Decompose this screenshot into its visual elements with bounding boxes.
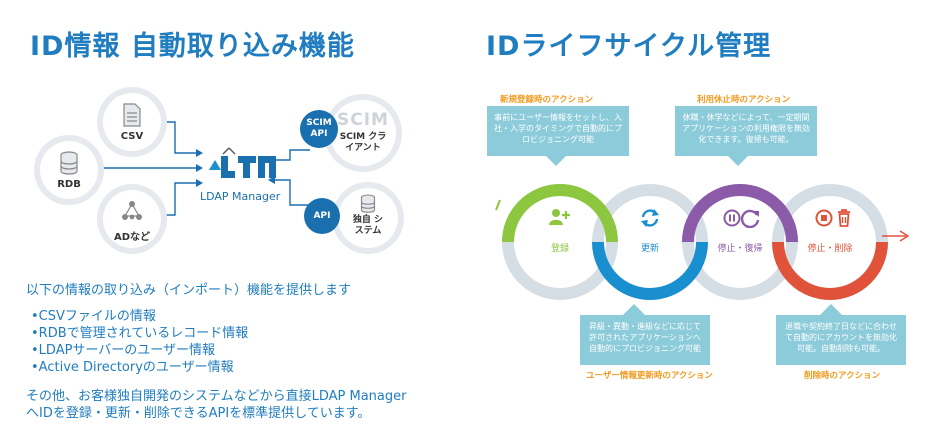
scim-client-label: SCIM クライアント [339,132,387,153]
ring-arc-update [592,241,708,300]
suspend-title: 利用休止時のアクション [697,95,791,105]
database-icon [360,194,376,213]
import-intro: 以下の情報の取り込み（インポート）機能を提供します [26,283,352,298]
csv-source-node: CSV [103,93,161,151]
suspend-callout: 休職・休学などによって、一定期間アプリケーションの利用権限を無効化できます。復帰… [675,106,817,156]
update-title: ユーザー情報更新時のアクション [586,371,713,381]
new-registration-title: 新規登録時のアクション [500,95,594,105]
csv-label: CSV [120,131,144,142]
callout-pointer-delete [820,304,842,315]
callout-pointer-suspend [727,155,749,166]
bullet-ldap: •LDAPサーバーのユーザー情報 [31,343,216,358]
api-badge: API [304,198,340,234]
bullet-rdb: •RDBで管理されているレコード情報 [31,326,249,341]
ldap-manager-caption: LDAP Manager [200,190,281,203]
lifecycle-ring-chain [495,184,910,300]
import-bullet-list: •CSVファイルの情報 •RDBで管理されているレコード情報 •LDAPサーバー… [31,308,248,376]
refresh-icon [641,209,659,227]
ring-arc-suspend [682,184,798,243]
ring-tail [495,199,501,211]
ldap-manager-logo [207,146,287,182]
scim-api-badge: SCIM API [300,110,338,148]
delete-callout: 退職や契約終了日などに合わせて自動的にアカウントを無効化可能。自動削除も可能。 [776,315,906,365]
ring-arc-delete [772,241,888,300]
scim-logo-text: SCIM [337,110,389,130]
document-icon [123,103,141,127]
stage-label-update: 更新 [640,244,659,254]
ad-label: ADなど [113,232,151,243]
callout-pointer-update [623,304,645,315]
stage-label-suspend: 停止・復帰 [717,244,763,254]
ad-source-node: ADなど [103,190,161,248]
exit-arrow-head [899,230,910,242]
stage-label-register: 登録 [550,244,569,254]
rdb-source-node: RDB [40,141,98,199]
lifecycle-title: IDライフサイクル管理 [486,31,772,62]
ring-arc-register [502,184,618,243]
new-registration-callout: 事前にユーザー情報をセットし、入社・入学のタイミングで自動的にプロビジョニング可… [487,106,629,156]
footer-line-2: へIDを登録・更新・削除できるAPIを標準提供しています。 [26,406,371,421]
stop-delete-icon [815,209,850,227]
footer-line-1: その他、お客様独自開発のシステムなどから直接LDAP Manager [26,389,407,404]
pause-resume-icon [723,209,760,228]
database-icon [60,151,78,175]
tree-icon [122,201,142,220]
custom-system-label: 独自 システム [352,215,384,236]
bullet-csv: •CSVファイルの情報 [31,309,156,324]
import-title: ID情報 自動取り込み機能 [30,31,355,62]
import-footer: その他、お客様独自開発のシステムなどから直接LDAP Manager へIDを登… [26,388,406,422]
stage-label-delete: 停止・削除 [807,244,853,254]
custom-system-node: 独自 システム [338,188,398,248]
bullet-ad: •Active Directoryのユーザー情報 [31,360,234,375]
update-callout: 昇級・異動・進級などに応じて許可されたアプリケーションへ自動的にプロビジョニング… [580,315,710,365]
rdb-label: RDB [57,179,81,190]
delete-title: 削除時のアクション [804,371,881,381]
add-user-icon [549,209,570,225]
callout-pointer-new [545,155,567,166]
import-connectors [100,121,310,216]
scim-client-node: SCIM SCIM クライアント [330,100,396,166]
lm-logo-icon [209,147,276,178]
